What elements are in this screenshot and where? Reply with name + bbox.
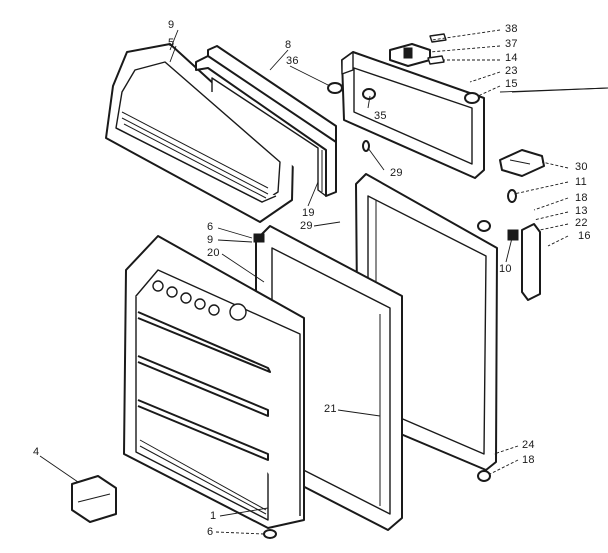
callout-22: 22	[575, 217, 588, 229]
callout-6-top: 6	[207, 221, 214, 233]
callout-19: 19	[302, 207, 315, 219]
callout-29-upper: 29	[390, 167, 403, 179]
callout-23: 23	[505, 65, 518, 77]
callout-1: 1	[210, 510, 217, 522]
bottom-hinge-parts	[253, 140, 541, 539]
callout-9-mid: 9	[207, 234, 214, 246]
top-hinge-parts	[327, 33, 480, 104]
callout-29-mid: 29	[300, 220, 313, 232]
leader-lines	[39, 29, 608, 535]
callout-6-bottom: 6	[207, 526, 214, 538]
freezer-door-frame	[195, 45, 337, 197]
freezer-door-panel	[341, 51, 485, 179]
callout-18-right: 18	[575, 192, 588, 204]
callout-14: 14	[505, 52, 518, 64]
callout-18-bottom: 18	[522, 454, 535, 466]
callout-37: 37	[505, 38, 518, 50]
callout-5: 5	[168, 37, 175, 49]
callout-24: 24	[522, 439, 535, 451]
fresh-food-door-liner	[123, 235, 305, 529]
callout-30: 30	[575, 161, 588, 173]
callout-4: 4	[33, 446, 40, 458]
callout-8: 8	[285, 39, 292, 51]
door-stop-bracket	[499, 149, 545, 177]
callout-13: 13	[575, 205, 588, 217]
callout-38: 38	[505, 23, 518, 35]
freezer-door-liner	[105, 43, 294, 223]
butter-door-part	[71, 475, 117, 523]
callout-15: 15	[505, 78, 518, 90]
callout-10: 10	[499, 263, 512, 275]
callout-16: 16	[578, 230, 591, 242]
callout-35: 35	[374, 110, 387, 122]
callout-21: 21	[324, 403, 337, 415]
callout-20: 20	[207, 247, 220, 259]
callout-11: 11	[575, 176, 588, 188]
callout-9-top: 9	[168, 19, 175, 31]
callout-36: 36	[286, 55, 299, 67]
